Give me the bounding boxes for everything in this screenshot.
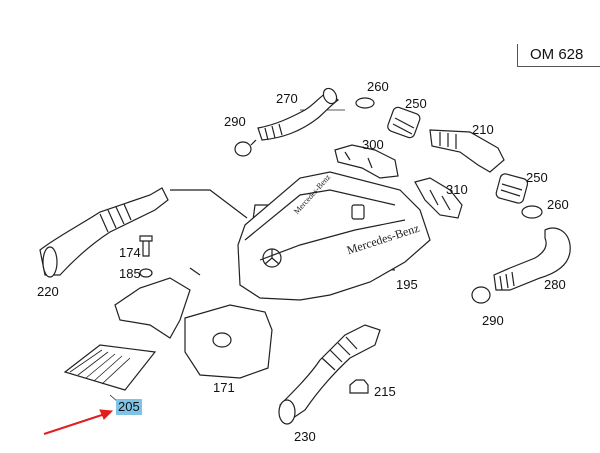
part-260-clamp-top bbox=[355, 97, 375, 109]
part-270-pipe bbox=[257, 91, 339, 141]
label-230[interactable]: 230 bbox=[294, 429, 316, 444]
model-box bbox=[517, 44, 600, 67]
label-195[interactable]: 195 bbox=[396, 277, 418, 292]
part-185-washer bbox=[139, 268, 153, 278]
indicator-arrow bbox=[43, 409, 114, 435]
label-220[interactable]: 220 bbox=[37, 284, 59, 299]
part-220-pipe bbox=[39, 187, 169, 276]
label-205-highlighted[interactable]: 205 bbox=[116, 399, 142, 415]
part-290-clamp-lower bbox=[471, 286, 491, 304]
label-260-top[interactable]: 260 bbox=[367, 79, 389, 94]
label-174[interactable]: 174 bbox=[119, 245, 141, 260]
label-280[interactable]: 280 bbox=[544, 277, 566, 292]
part-310-bracket bbox=[414, 177, 463, 219]
part-215-nut bbox=[349, 379, 369, 394]
label-310[interactable]: 310 bbox=[446, 182, 468, 197]
label-250-top[interactable]: 250 bbox=[405, 96, 427, 111]
label-290-lower[interactable]: 290 bbox=[482, 313, 504, 328]
part-260-clamp-lower bbox=[521, 205, 543, 219]
label-210[interactable]: 210 bbox=[472, 122, 494, 137]
part-280-pipe bbox=[493, 227, 571, 291]
part-205-air-filter bbox=[63, 344, 157, 391]
part-230-pipe bbox=[279, 324, 381, 421]
part-174-bolt bbox=[142, 239, 150, 257]
part-290-clamp-top bbox=[234, 141, 252, 157]
label-171[interactable]: 171 bbox=[213, 380, 235, 395]
part-300-bracket bbox=[334, 144, 399, 179]
part-250-sensor-lower bbox=[495, 173, 529, 204]
label-290-top[interactable]: 290 bbox=[224, 114, 246, 129]
engine-model-label: OM 628 bbox=[530, 46, 584, 63]
part-171-lower-cover bbox=[184, 304, 273, 379]
label-215[interactable]: 215 bbox=[374, 384, 396, 399]
label-260-lower[interactable]: 260 bbox=[547, 197, 569, 212]
label-250-lower[interactable]: 250 bbox=[526, 170, 548, 185]
label-300[interactable]: 300 bbox=[362, 137, 384, 152]
label-270[interactable]: 270 bbox=[276, 91, 298, 106]
label-185[interactable]: 185 bbox=[119, 266, 141, 281]
